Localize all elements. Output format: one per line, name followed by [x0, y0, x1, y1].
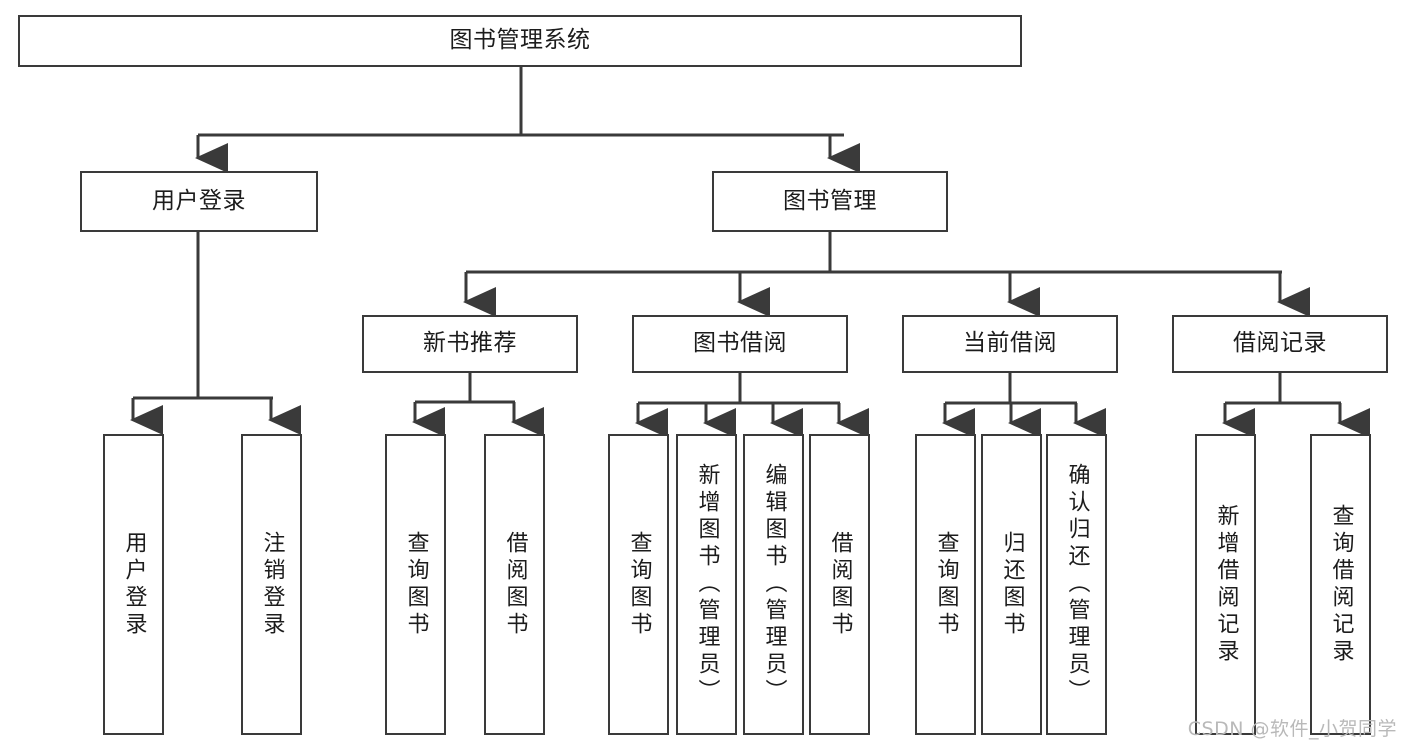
node-label: 用户登录: [152, 187, 246, 214]
node-new-book-recommend[interactable]: 新书推荐: [362, 315, 578, 373]
leaf-borrow-record-query[interactable]: 查询借阅记录: [1310, 434, 1371, 735]
node-label: 注销登录: [259, 530, 285, 639]
leaf-current-borrow-confirm-return[interactable]: 确认归还（管理员）: [1046, 434, 1107, 735]
leaf-current-borrow-return[interactable]: 归还图书: [981, 434, 1042, 735]
node-label: 查询借阅记录: [1328, 503, 1354, 666]
node-label: 归还图书: [999, 530, 1025, 639]
node-label: 查询图书: [403, 530, 429, 639]
node-label: 新增图书（管理员）: [694, 463, 720, 706]
leaf-new-book-query[interactable]: 查询图书: [385, 434, 446, 735]
node-current-borrow[interactable]: 当前借阅: [902, 315, 1118, 373]
node-label: 新书推荐: [423, 330, 517, 357]
leaf-user-login-logout[interactable]: 注销登录: [241, 434, 302, 735]
node-label: 图书管理: [783, 187, 877, 214]
node-label: 确认归还（管理员）: [1064, 463, 1090, 706]
leaf-new-book-borrow[interactable]: 借阅图书: [484, 434, 545, 735]
leaf-book-borrow-add[interactable]: 新增图书（管理员）: [676, 434, 737, 735]
leaf-current-borrow-query[interactable]: 查询图书: [915, 434, 976, 735]
watermark-text: CSDN @软件_小贺同学: [1187, 718, 1397, 740]
node-label: 图书借阅: [693, 330, 787, 357]
leaf-borrow-record-add[interactable]: 新增借阅记录: [1195, 434, 1256, 735]
node-label: 查询图书: [626, 530, 652, 639]
node-label: 新增借阅记录: [1213, 503, 1239, 666]
node-label: 查询图书: [933, 530, 959, 639]
leaf-user-login-login[interactable]: 用户登录: [103, 434, 164, 735]
leaf-book-borrow-edit[interactable]: 编辑图书（管理员）: [743, 434, 804, 735]
node-label: 用户登录: [121, 530, 147, 639]
node-borrow-record[interactable]: 借阅记录: [1172, 315, 1388, 373]
node-book-management[interactable]: 图书管理: [712, 171, 948, 232]
node-book-borrow[interactable]: 图书借阅: [632, 315, 848, 373]
node-label: 借阅图书: [827, 530, 853, 639]
node-root-library-system[interactable]: 图书管理系统: [18, 15, 1022, 67]
node-user-login[interactable]: 用户登录: [80, 171, 318, 232]
leaf-book-borrow-borrow[interactable]: 借阅图书: [809, 434, 870, 735]
node-label: 编辑图书（管理员）: [761, 463, 787, 706]
node-label: 借阅记录: [1233, 330, 1327, 357]
leaf-book-borrow-query[interactable]: 查询图书: [608, 434, 669, 735]
node-label: 当前借阅: [963, 330, 1057, 357]
node-label: 借阅图书: [502, 530, 528, 639]
node-label: 图书管理系统: [449, 27, 591, 54]
